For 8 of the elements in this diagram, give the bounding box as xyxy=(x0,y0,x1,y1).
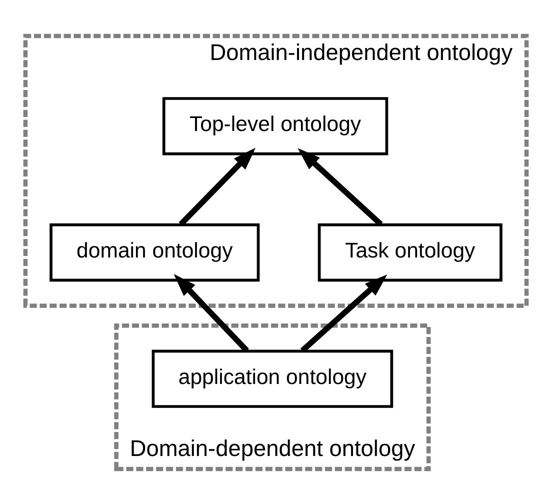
arrow xyxy=(178,147,256,226)
node-box: Top-level ontology xyxy=(162,96,388,155)
node-box: application ontology xyxy=(152,349,394,408)
node-box: Task ontology xyxy=(318,222,502,282)
arrow xyxy=(298,148,383,226)
arrow xyxy=(300,274,388,352)
arrow xyxy=(174,274,249,352)
node-box: domain ontology xyxy=(50,222,260,282)
